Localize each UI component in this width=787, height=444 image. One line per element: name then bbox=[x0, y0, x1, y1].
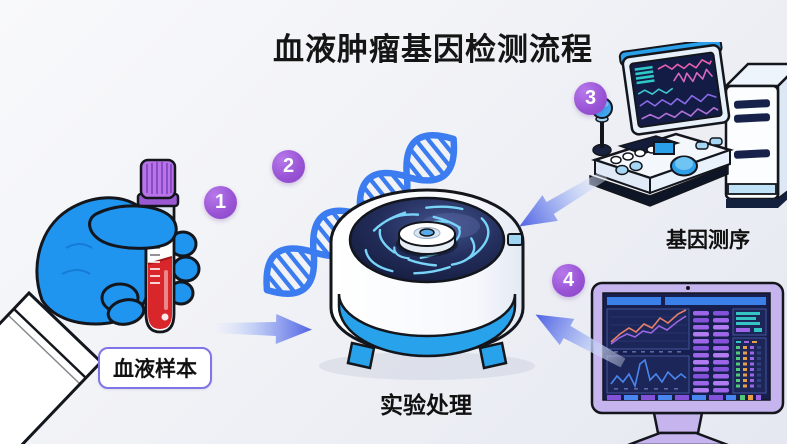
status-panel bbox=[732, 308, 767, 336]
step-badge-2: 2 bbox=[272, 150, 305, 183]
bottom-strip bbox=[607, 395, 761, 400]
sample-grid-panel bbox=[732, 337, 767, 394]
centrifuge-hub bbox=[396, 221, 458, 257]
data-bars bbox=[693, 311, 729, 393]
step-badge-3: 3 bbox=[574, 82, 607, 115]
step-badge-4: 4 bbox=[552, 264, 585, 297]
arrow-up-left-icon bbox=[535, 314, 626, 368]
arrow-down-left-icon bbox=[519, 170, 608, 227]
analysis-monitor-icon bbox=[590, 281, 785, 444]
line-chart-bottom bbox=[606, 355, 690, 394]
centrifuge-icon bbox=[319, 188, 535, 380]
tube-cap bbox=[136, 158, 180, 208]
sequencer-tower bbox=[722, 62, 787, 208]
gene-sequencing-label: 基因测序 bbox=[666, 229, 750, 252]
line-chart-top bbox=[606, 308, 690, 353]
step-number-1: 1 bbox=[214, 191, 227, 213]
sleeve bbox=[0, 290, 104, 444]
step-number-4: 4 bbox=[562, 269, 575, 291]
step-badge-1: 1 bbox=[204, 186, 237, 219]
arrow-right-icon bbox=[215, 314, 312, 345]
page-title: 血液肿瘤基因检测流程 bbox=[273, 32, 593, 67]
step-number-3: 3 bbox=[584, 87, 597, 109]
gloved-hand-blood-tube-icon bbox=[0, 158, 201, 444]
gene-sequencer-icon bbox=[589, 42, 787, 208]
step-number-2: 2 bbox=[282, 155, 295, 177]
index-finger bbox=[88, 204, 178, 250]
sequencer-console bbox=[590, 97, 735, 195]
sequencer-monitor bbox=[618, 42, 731, 136]
blood-sample-label: 血液样本 bbox=[98, 347, 212, 389]
lab-processing-label: 实验处理 bbox=[380, 392, 472, 418]
